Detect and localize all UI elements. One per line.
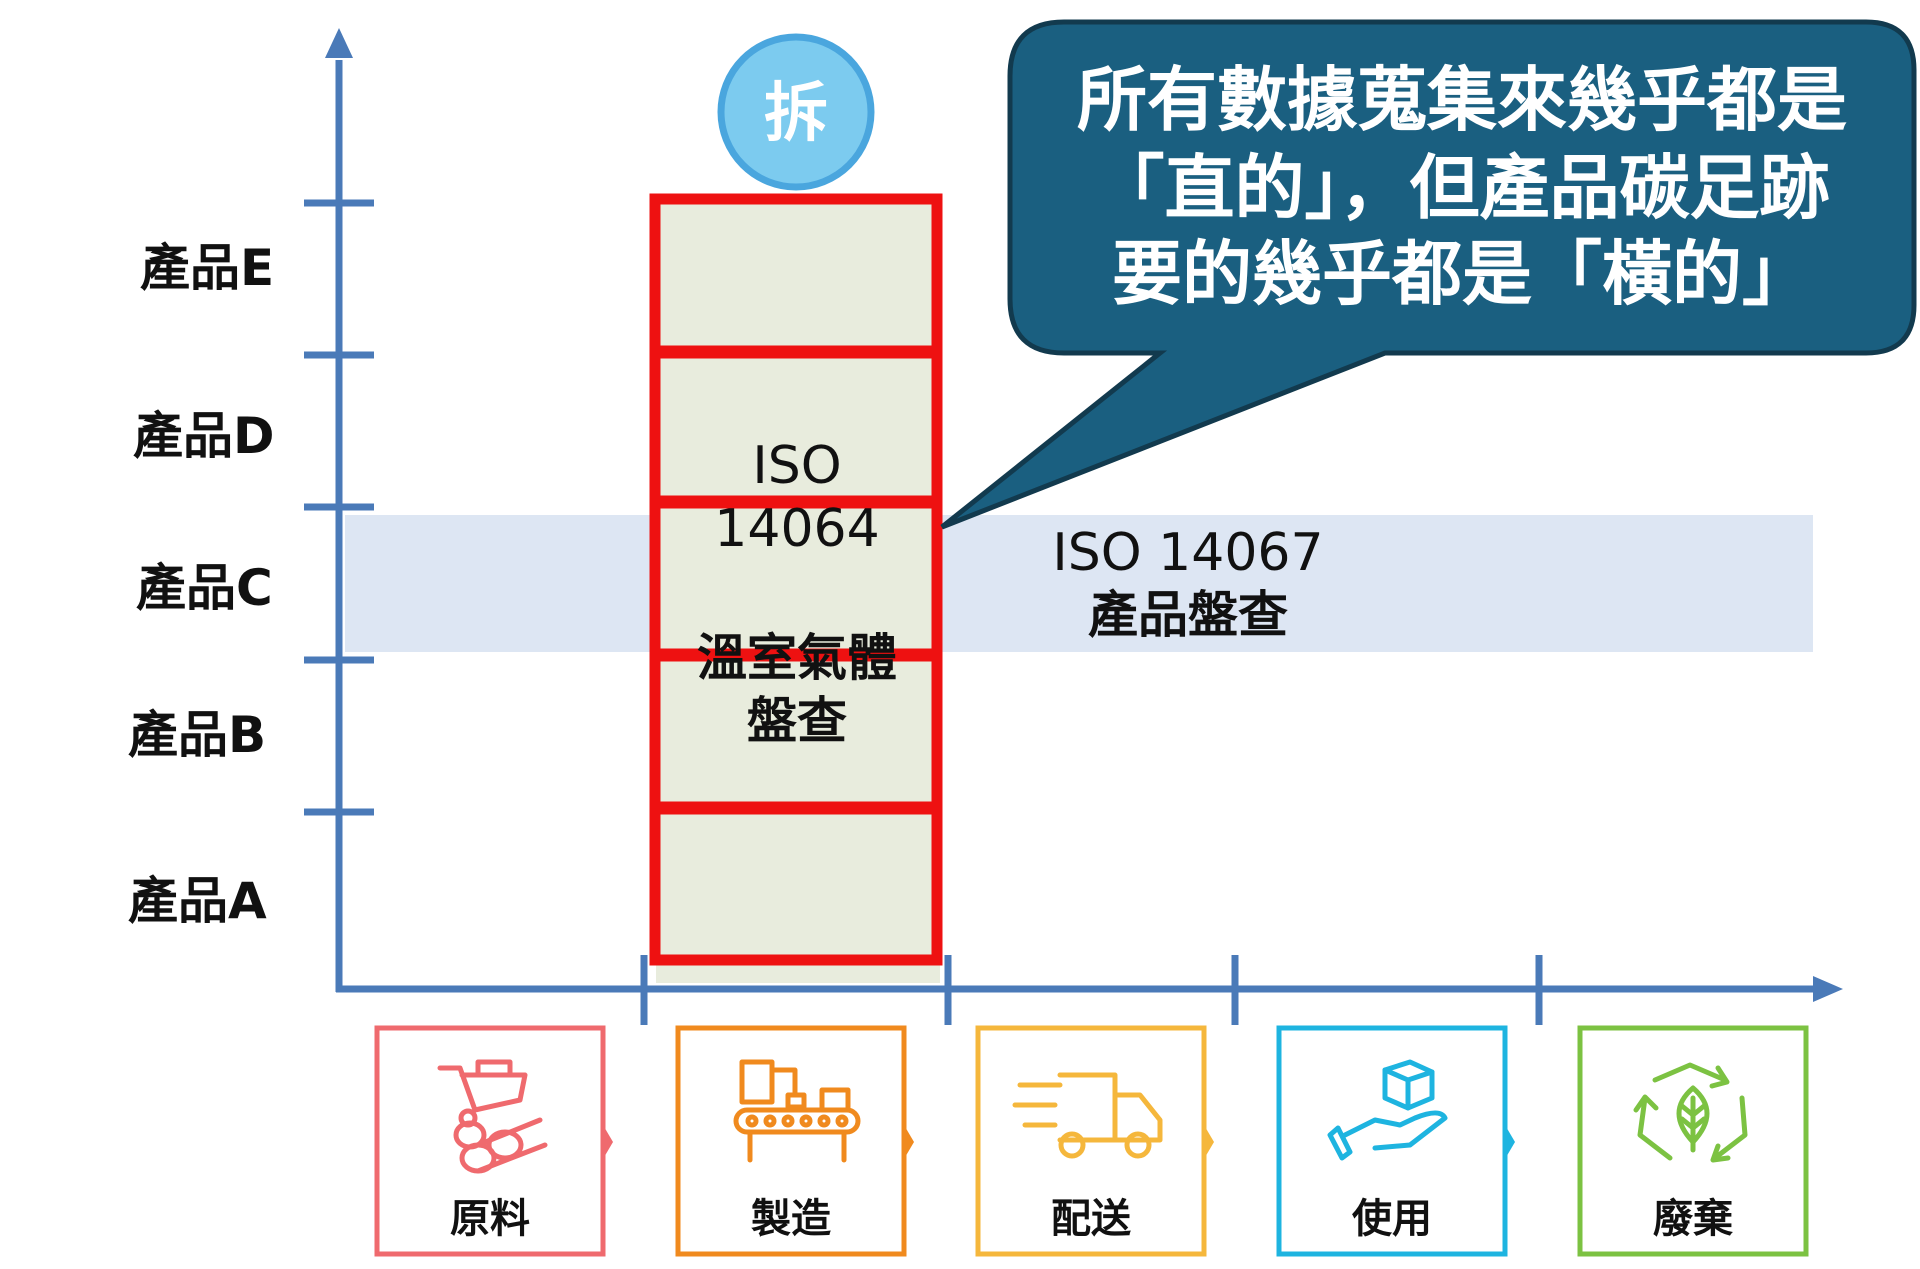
iso14067-line1: ISO 14067 bbox=[1052, 523, 1323, 583]
y-label-product-e: 產品E bbox=[140, 239, 274, 297]
callout-line2: 「直的」，但產品碳足跡 bbox=[1095, 147, 1830, 229]
stage-label: 使用 bbox=[1352, 1196, 1432, 1242]
stage-disposal: 廢棄 bbox=[1577, 1025, 1809, 1257]
split-badge-circle bbox=[717, 33, 875, 191]
stage-arrow bbox=[1204, 1125, 1214, 1159]
recycle-leaf-icon bbox=[1633, 1062, 1748, 1163]
stage-arrow bbox=[1505, 1125, 1515, 1159]
delivery-truck-icon bbox=[1012, 1072, 1163, 1159]
callout-bubble: 所有數據蒐集來幾乎都是 「直的」，但產品碳足跡 要的幾乎都是「橫的」 bbox=[940, 19, 1917, 530]
iso14064-line1: ISO bbox=[752, 436, 841, 496]
split-badge: 拆 bbox=[717, 33, 875, 191]
stage-arrow bbox=[603, 1125, 613, 1159]
iso14064-line3: 溫室氣體 bbox=[697, 629, 897, 687]
red-box-grid bbox=[649, 193, 943, 966]
x-axis-arrow bbox=[1813, 976, 1843, 1002]
split-badge-label: 拆 bbox=[764, 77, 828, 151]
cart-logs-icon bbox=[437, 1059, 548, 1174]
stage-arrow bbox=[904, 1125, 914, 1159]
y-label-product-a: 產品A bbox=[128, 872, 267, 930]
iso14064-column bbox=[656, 200, 940, 983]
y-axis-arrow bbox=[325, 28, 353, 58]
callout-line3: 要的幾乎都是「橫的」 bbox=[1112, 233, 1812, 315]
iso14064-line2: 14064 bbox=[714, 499, 879, 559]
stage-distribution: 配送 bbox=[975, 1025, 1214, 1257]
callout-shape bbox=[940, 19, 1917, 530]
stage-label: 廢棄 bbox=[1653, 1196, 1733, 1242]
stage-box bbox=[675, 1025, 907, 1257]
y-label-product-d: 產品D bbox=[133, 407, 275, 465]
stage-use: 使用 bbox=[1276, 1025, 1515, 1257]
stage-label: 配送 bbox=[1051, 1196, 1131, 1242]
red-box-product-a bbox=[649, 803, 943, 966]
y-label-product-c: 產品C bbox=[136, 559, 273, 617]
axes bbox=[304, 28, 1843, 1025]
iso14067-line2: 產品盤查 bbox=[1088, 586, 1288, 644]
hand-package-icon bbox=[1327, 1059, 1448, 1161]
y-label-product-b: 產品B bbox=[128, 706, 266, 764]
iso14067-band bbox=[345, 515, 1813, 652]
stage-label: 製造 bbox=[751, 1196, 831, 1242]
factory-conveyor-icon bbox=[733, 1059, 861, 1163]
stage-raw-material: 原料 bbox=[374, 1025, 613, 1257]
callout-line1: 所有數據蒐集來幾乎都是 bbox=[1077, 59, 1847, 141]
iso14064-line4: 盤查 bbox=[747, 692, 847, 750]
stage-label: 原料 bbox=[450, 1196, 530, 1242]
stage-manufacturing: 製造 bbox=[675, 1025, 914, 1257]
